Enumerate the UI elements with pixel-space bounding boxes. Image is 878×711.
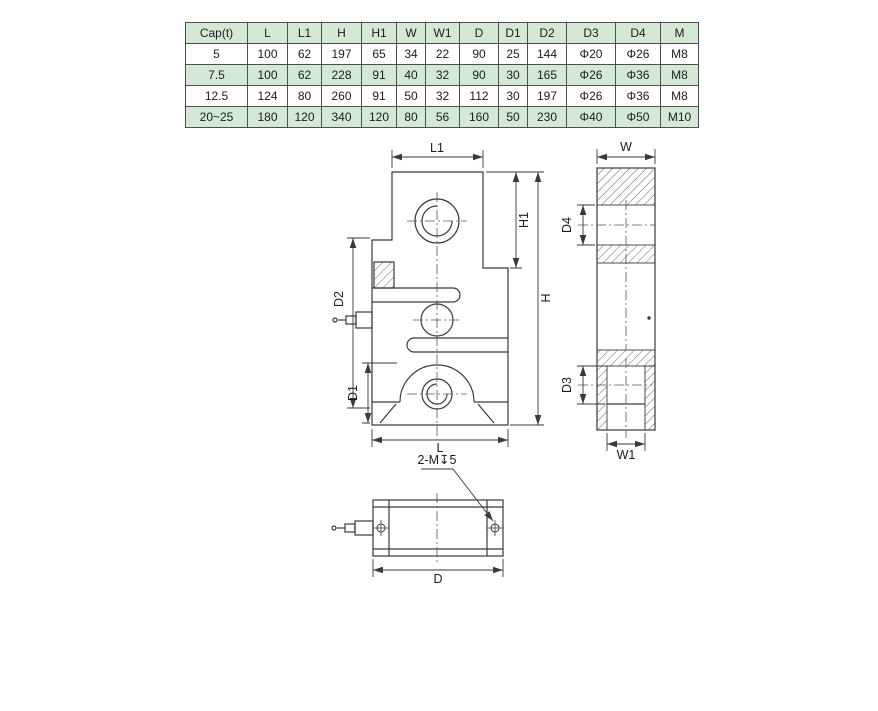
spec-table: Cap(t) L L1 H H1 W W1 D D1 D2 D3 D4 M 5 … — [185, 22, 699, 128]
table-cell: M8 — [660, 43, 699, 65]
dim-label-d1: D1 — [346, 385, 360, 401]
s-slot-right — [406, 337, 508, 353]
table-cell: Φ36 — [615, 64, 661, 86]
table-cell: Φ40 — [566, 106, 616, 128]
table-cell: Φ20 — [566, 43, 616, 65]
table-header-cell: M — [660, 22, 699, 44]
table-cell: 30 — [498, 85, 528, 107]
table-cell: 340 — [321, 106, 362, 128]
dim-label-d3: D3 — [560, 377, 574, 393]
table-cell: M8 — [660, 85, 699, 107]
table-header-cell: D — [459, 22, 499, 44]
table-cell: 20~25 — [185, 106, 248, 128]
dim-label-w: W — [620, 140, 632, 154]
table-header-cell: H1 — [361, 22, 397, 44]
table-header-cell: W — [396, 22, 426, 44]
side-hatch-base-left — [596, 365, 608, 431]
table-cell: 50 — [396, 85, 426, 107]
table-cell: 180 — [247, 106, 288, 128]
dim-label-d2: D2 — [332, 291, 346, 307]
dim-label-d4: D4 — [560, 217, 574, 233]
table-header-cell: D4 — [615, 22, 661, 44]
bottom-dimensions — [372, 468, 504, 577]
mount-hole-right — [487, 520, 503, 536]
table-cell: 91 — [361, 64, 397, 86]
table-cell: 260 — [321, 85, 362, 107]
table-cell: 120 — [287, 106, 322, 128]
table-cell: 50 — [498, 106, 528, 128]
bottom-dim-labels: 2-M↧5 D — [418, 453, 457, 586]
side-dimensions — [577, 149, 656, 451]
dim-label-l1: L1 — [430, 141, 444, 155]
cable-gland-bottom — [331, 520, 374, 536]
table-header-cell: D2 — [527, 22, 567, 44]
side-pin-dot — [647, 316, 651, 320]
front-body-outline — [371, 171, 509, 426]
table-cell: 80 — [396, 106, 426, 128]
side-centerlines — [578, 200, 655, 438]
side-hatch-base-right — [644, 365, 656, 431]
table-cell: 62 — [287, 64, 322, 86]
table-cell: 30 — [498, 64, 528, 86]
bottom-inner-horizontals — [373, 506, 503, 550]
table-row: 12.5 124 80 260 91 50 32 112 30 197 Φ26 … — [185, 85, 699, 107]
cable-gland — [332, 311, 373, 329]
table-cell: 91 — [361, 85, 397, 107]
table-cell: 120 — [361, 106, 397, 128]
top-hole-thread-arc — [421, 205, 453, 237]
table-cell: Φ26 — [566, 64, 616, 86]
table-cell: 160 — [459, 106, 499, 128]
thread-depth-note: 2-M↧5 — [418, 453, 457, 467]
front-centerlines — [407, 192, 467, 440]
dim-label-w1: W1 — [617, 448, 636, 462]
table-row: 20~25 180 120 340 120 80 56 160 50 230 Φ… — [185, 106, 699, 128]
table-header-cell: Cap(t) — [185, 22, 248, 44]
bottom-boss-arc — [399, 364, 475, 403]
table-row: 7.5 100 62 228 91 40 32 90 30 165 Φ26 Φ3… — [185, 64, 699, 86]
table-cell: Φ36 — [615, 85, 661, 107]
dim-label-l: L — [437, 441, 444, 455]
dim-label-h: H — [539, 293, 553, 302]
side-dim-labels: W D4 D3 W1 — [560, 140, 635, 462]
table-cell: 90 — [459, 64, 499, 86]
dim-label-h1: H1 — [517, 212, 531, 228]
s-slot-left — [372, 287, 461, 303]
table-cell: 230 — [527, 106, 567, 128]
table-cell: 100 — [247, 43, 288, 65]
table-cell: 165 — [527, 64, 567, 86]
base-shoulder-chamfers — [379, 403, 495, 424]
bottom-view — [331, 499, 504, 557]
dim-label-d: D — [433, 572, 442, 586]
table-header-cell: L — [247, 22, 288, 44]
bottom-hole-thread-arc — [426, 383, 448, 405]
mount-hole-left — [373, 520, 389, 536]
table-cell: 124 — [247, 85, 288, 107]
table-cell: Φ26 — [566, 85, 616, 107]
section-lug-hatched — [373, 261, 395, 289]
table-header-row: Cap(t) L L1 H H1 W W1 D D1 D2 D3 D4 M — [185, 22, 699, 44]
bottom-inner-verticals — [388, 500, 488, 556]
front-dimensions — [347, 150, 544, 447]
side-hatch-top — [596, 167, 656, 206]
front-dim-labels: L1 H1 H D2 D1 L — [332, 141, 553, 455]
table-cell: M10 — [660, 106, 699, 128]
